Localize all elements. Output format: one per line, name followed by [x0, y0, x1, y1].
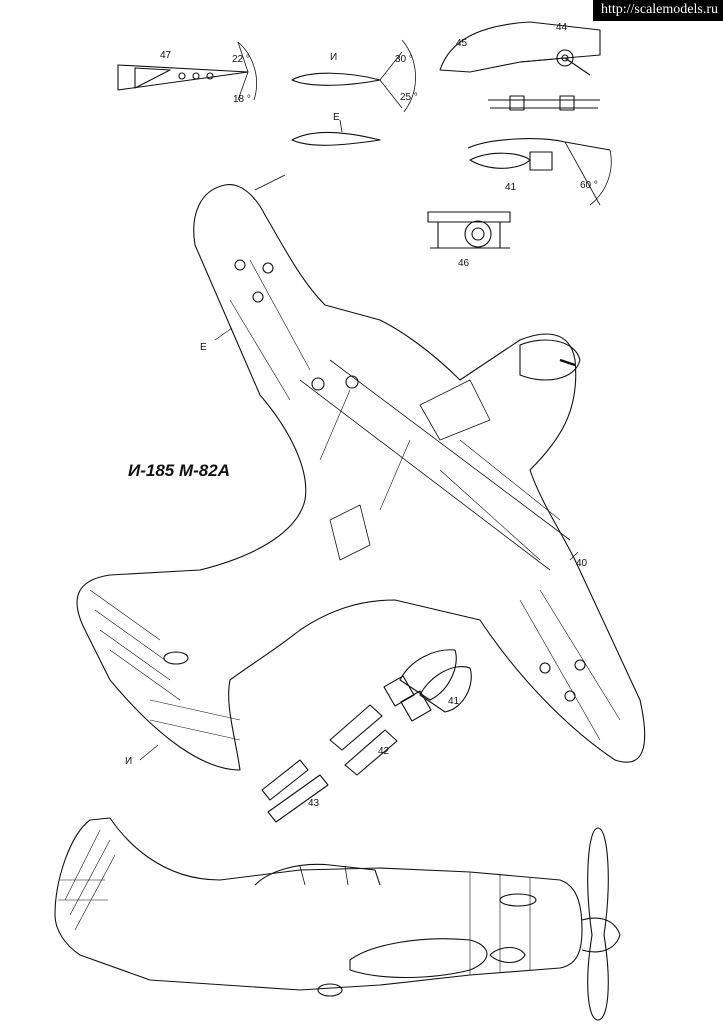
callout-42: 42 — [378, 746, 390, 757]
callout-40: 40 — [576, 558, 588, 569]
callout-43: 43 — [308, 798, 320, 809]
source-watermark[interactable]: http://scalemodels.ru — [592, 0, 723, 21]
detail-44-45-hinge — [439, 21, 601, 111]
section-e-profile — [291, 119, 381, 146]
side-profile — [54, 817, 621, 1021]
angle-up-30: 30 ° — [395, 54, 413, 65]
callout-41-bombs: 41 — [448, 696, 460, 707]
detail-46-bomb-rack — [427, 211, 511, 249]
bombs-42 — [329, 704, 398, 776]
section-label-i-tail: И — [125, 756, 132, 767]
angle-down-25: 25 ° — [400, 92, 418, 103]
callout-47: 47 — [160, 50, 172, 61]
angle-flap-60: 60 ° — [580, 180, 598, 191]
detail-47-aileron-section — [117, 41, 258, 101]
leader-lines — [139, 327, 579, 761]
detail-41-bomb-flap — [467, 138, 612, 206]
section-label-e-wing: Е — [200, 342, 207, 353]
plan-view-underside — [76, 174, 646, 771]
callout-45: 45 — [456, 38, 468, 49]
section-label-i-top: И — [330, 52, 337, 63]
section-label-e-top: Е — [333, 112, 340, 123]
callout-46: 46 — [458, 258, 470, 269]
bombs-41 — [383, 649, 472, 722]
callout-44: 44 — [556, 22, 568, 33]
aircraft-title: И-185 М-82А — [128, 461, 230, 480]
section-i-profile — [291, 39, 416, 113]
angle-up-22: 22 ° — [232, 54, 250, 65]
angle-down-18: 18 ° — [233, 94, 251, 105]
bombs-43 — [261, 759, 329, 823]
callout-41-detail: 41 — [505, 182, 517, 193]
